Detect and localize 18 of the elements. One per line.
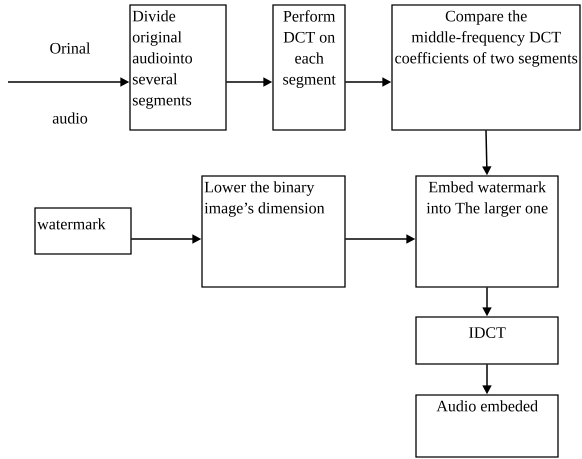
box-text: Divide original audiointo several segments xyxy=(132,10,192,109)
process-box xyxy=(415,175,559,288)
box-text: Compare the middle-frequency DCT coefficients of two segments xyxy=(395,10,578,67)
process-box xyxy=(391,4,581,131)
process-box xyxy=(129,4,227,131)
box-text: IDCT xyxy=(469,327,506,338)
input-label: audio xyxy=(52,112,88,124)
process-box xyxy=(34,207,132,255)
box-text: Audio embeded xyxy=(436,400,538,412)
process-box xyxy=(415,394,559,458)
process-box xyxy=(201,175,346,288)
box-text: watermark xyxy=(37,218,106,230)
process-box xyxy=(415,316,559,365)
process-box xyxy=(272,4,346,131)
box-text: Lower the binary image’s dimension xyxy=(204,181,324,217)
box-text: Embed watermark into The larger one xyxy=(426,181,548,217)
box-text: Perform DCT on each segment xyxy=(283,10,336,88)
input-label: Orinal xyxy=(50,42,90,54)
